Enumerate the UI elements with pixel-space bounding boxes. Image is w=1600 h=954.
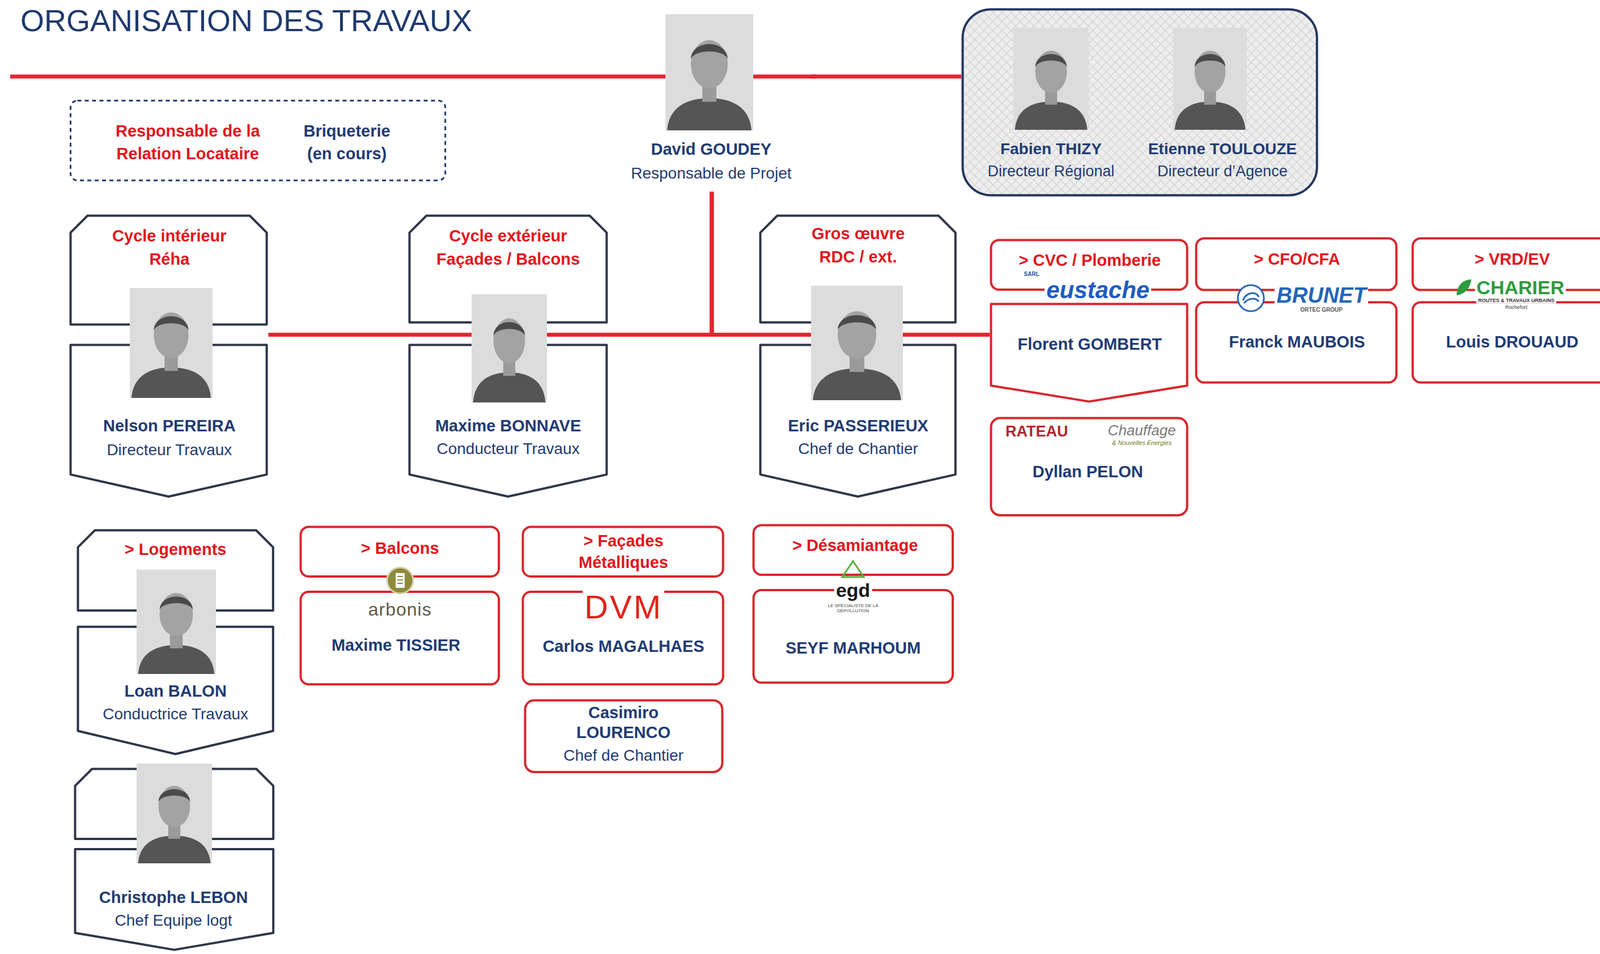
connector-line (811, 74, 962, 79)
portrait-photo (811, 285, 903, 401)
node-text: BRUNET (1274, 284, 1368, 307)
node-text: RATEAU (1005, 422, 1069, 441)
page-title: ORGANISATION DES TRAVAUX (20, 2, 473, 40)
logo-icon (840, 559, 866, 579)
logo-icon (385, 565, 415, 596)
connector-line (608, 191, 712, 335)
contractor-card: > CVC / PlomberieSARLeustacheFlorent GOM… (989, 238, 1189, 403)
node-text: Conducteur Travaux (436, 437, 580, 460)
portrait-photo (665, 14, 754, 131)
node-text: > Logements (124, 537, 227, 562)
node-text: Directeur Régional (987, 160, 1115, 183)
node-text: Responsable de la Relation Locataire (98, 119, 278, 166)
node-text: Rochefort (1503, 304, 1530, 311)
contractor-card: > Désamiantage egd LE SPÉCIALISTE DE LA DÉ… (752, 523, 954, 685)
portrait-photo (1013, 27, 1089, 130)
node-text: > Désamiantage (792, 533, 919, 558)
node-text: egd (834, 580, 872, 600)
connector-line (711, 191, 760, 335)
node-text: Chef de Chantier (563, 745, 684, 766)
node-text: SEYF MARHOUM (785, 636, 921, 660)
node-text: DVM (582, 590, 665, 624)
node-text: Etienne TOULOUZE (1148, 137, 1297, 160)
node-text: Maxime BONNAVE (435, 414, 581, 438)
contractor-card: > Balcons arbonisMaxime TISSIER (299, 525, 501, 686)
contractor-card: > VRD/EV CHARIERROUTES & TRAVAUX URBAINSR… (1411, 236, 1600, 384)
node-text: Directeur d’Agence (1157, 160, 1288, 183)
node-text: Maxime TISSIER (331, 633, 461, 657)
node-text: SARL (1022, 271, 1042, 278)
node-text: > Balcons (361, 536, 440, 560)
node-text: ROUTES & TRAVAUX URBAINS (1476, 298, 1557, 304)
node-text: Chef de Chantier (798, 437, 919, 460)
logo-icon (1454, 277, 1474, 298)
node-text: > CVC / Plomberie (1018, 248, 1161, 273)
node-text: Carlos MAGALHAES (542, 634, 704, 659)
node-text: David GOUDEY (650, 137, 772, 161)
node-text: Casimiro LOURENCO (562, 702, 685, 743)
node-text: > VRD/EV (1474, 247, 1551, 271)
portrait-photo (136, 569, 216, 674)
node-text: Eric PASSERIEUX (787, 414, 929, 438)
dashed-note-box: Responsable de la Relation Locataire Briq… (69, 99, 447, 182)
portrait-photo (471, 294, 547, 403)
node-text: Cycle intérieur Réha (100, 224, 239, 271)
node-text: Chauffage (1108, 421, 1177, 440)
node-text: eustache (1044, 278, 1152, 303)
portrait-photo (129, 287, 213, 398)
node-text: > Façades Métalliques (552, 530, 695, 574)
logo-icon (1236, 283, 1266, 313)
node-text: CHARIER (1474, 277, 1566, 297)
node-text: Responsable de Projet (630, 162, 792, 185)
node-text: & Nouvelles Energies (1112, 439, 1172, 447)
node-text: arbonis (366, 600, 434, 619)
node-text: Loan BALON (124, 679, 227, 703)
node-outline (69, 99, 447, 182)
contractor-card: > CFO/CFA BRUNETORTEC GROUP Franck MAUBOIS (1194, 236, 1398, 384)
node-text: LE SPÉCIALISTE DE LA DÉPOLLUTION (822, 603, 884, 614)
contractor-card: RATEAU Chauffage& Nouvelles EnergiesDylla… (989, 416, 1189, 517)
node-text: Dyllan PELON (1032, 460, 1144, 484)
node-text: Fabien THIZY (1000, 137, 1102, 160)
node-text: Louis DROUAUD (1445, 330, 1579, 354)
contractor-card: Casimiro LOURENCOChef de Chantier (523, 698, 724, 774)
node-text: Nelson PEREIRA (103, 414, 236, 438)
node-text: Cycle extérieur Façades / Balcons (420, 224, 597, 271)
node-text: Gros œuvre RDC / ext. (795, 222, 921, 269)
portrait-photo (1173, 27, 1247, 130)
node-text: ORTEC GROUP (1298, 307, 1344, 313)
node-text: > CFO/CFA (1253, 247, 1340, 271)
contractor-card: > Façades MétalliquesDVM Carlos MAGALHAES (521, 525, 725, 686)
node-text: Briqueterie (en cours) (295, 119, 398, 166)
node-text: Directeur Travaux (106, 438, 232, 461)
portrait-photo (136, 763, 212, 864)
node-text: Conductrice Travaux (102, 702, 249, 725)
node-text: Franck MAUBOIS (1228, 330, 1365, 354)
node-text: Florent GOMBERT (1017, 332, 1163, 356)
node-text: Chef Equipe logt (115, 909, 233, 932)
node-text: Christophe LEBON (99, 885, 249, 910)
